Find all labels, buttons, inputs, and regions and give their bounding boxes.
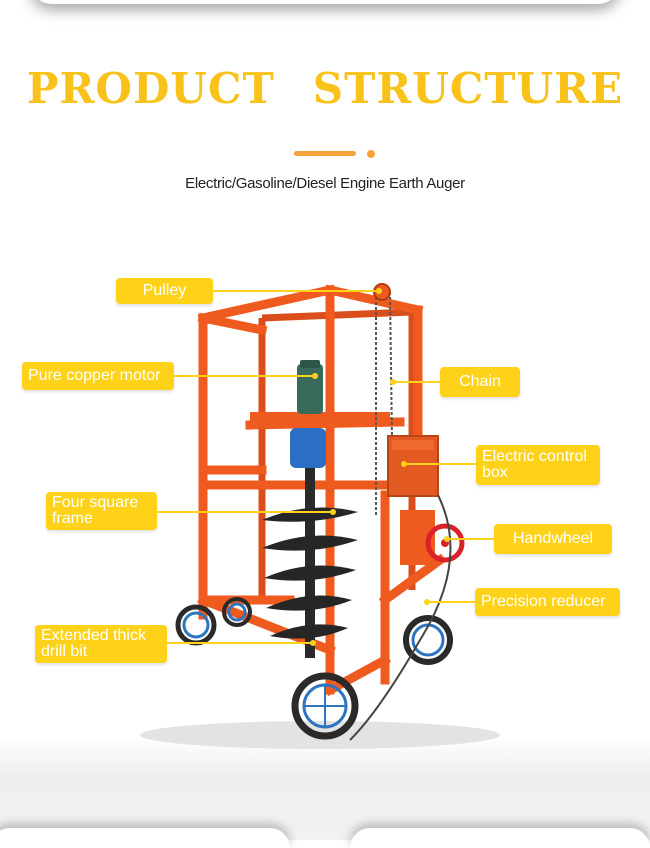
leader-dot-pulley bbox=[376, 288, 382, 294]
motor-cap bbox=[300, 360, 320, 368]
wheel-rear-right bbox=[222, 597, 252, 627]
label-reducer: Precision reducer bbox=[475, 588, 620, 616]
label-pulley: Pulley bbox=[116, 278, 213, 304]
floor-shadow bbox=[0, 735, 650, 840]
wheel-front-left bbox=[291, 672, 359, 740]
leader-motor bbox=[174, 375, 316, 377]
leader-chain bbox=[393, 381, 440, 383]
motor-plate bbox=[250, 412, 390, 426]
leader-handwheel bbox=[447, 538, 494, 540]
leader-dot-chain bbox=[390, 379, 396, 385]
power-cable bbox=[349, 494, 452, 741]
title-divider-dot bbox=[367, 150, 375, 158]
label-drill-bit: Extended thick drill bit bbox=[35, 625, 167, 663]
label-frame: Four square frame bbox=[46, 492, 157, 530]
auger-flights bbox=[262, 507, 358, 639]
leader-dot-motor bbox=[312, 373, 318, 379]
label-handwheel: Handwheel bbox=[494, 524, 612, 554]
leader-frame bbox=[157, 511, 333, 513]
leader-dot-drill-bit bbox=[310, 640, 316, 646]
title-word-product: PRODUCT bbox=[26, 64, 275, 113]
handwheel-ring bbox=[425, 523, 465, 563]
leader-dot-frame bbox=[330, 509, 336, 515]
title-divider-bar bbox=[294, 151, 356, 156]
motor-body bbox=[297, 364, 323, 414]
leader-control-box bbox=[404, 463, 476, 465]
control-box-lid bbox=[392, 440, 434, 450]
label-motor: Pure copper motor bbox=[22, 362, 174, 390]
leader-dot-reducer bbox=[424, 599, 430, 605]
leader-reducer bbox=[427, 601, 475, 603]
page-subtitle: Electric/Gasoline/Diesel Engine Earth Au… bbox=[185, 175, 465, 192]
auger-shaft bbox=[305, 468, 315, 658]
title-word-structure: STRUCTURE bbox=[312, 64, 624, 113]
label-chain: Chain bbox=[440, 367, 520, 397]
top-shadow bbox=[30, 0, 620, 4]
label-control-box: Electric control box bbox=[476, 445, 600, 485]
leader-dot-control-box bbox=[401, 461, 407, 467]
leader-dot-handwheel bbox=[444, 536, 450, 542]
leader-drill-bit bbox=[167, 642, 313, 644]
reducer-body bbox=[290, 428, 326, 468]
wheel-rear-left bbox=[175, 604, 217, 646]
page-title: PRODUCT STRUCTURE bbox=[0, 64, 650, 113]
leader-pulley bbox=[213, 290, 379, 292]
